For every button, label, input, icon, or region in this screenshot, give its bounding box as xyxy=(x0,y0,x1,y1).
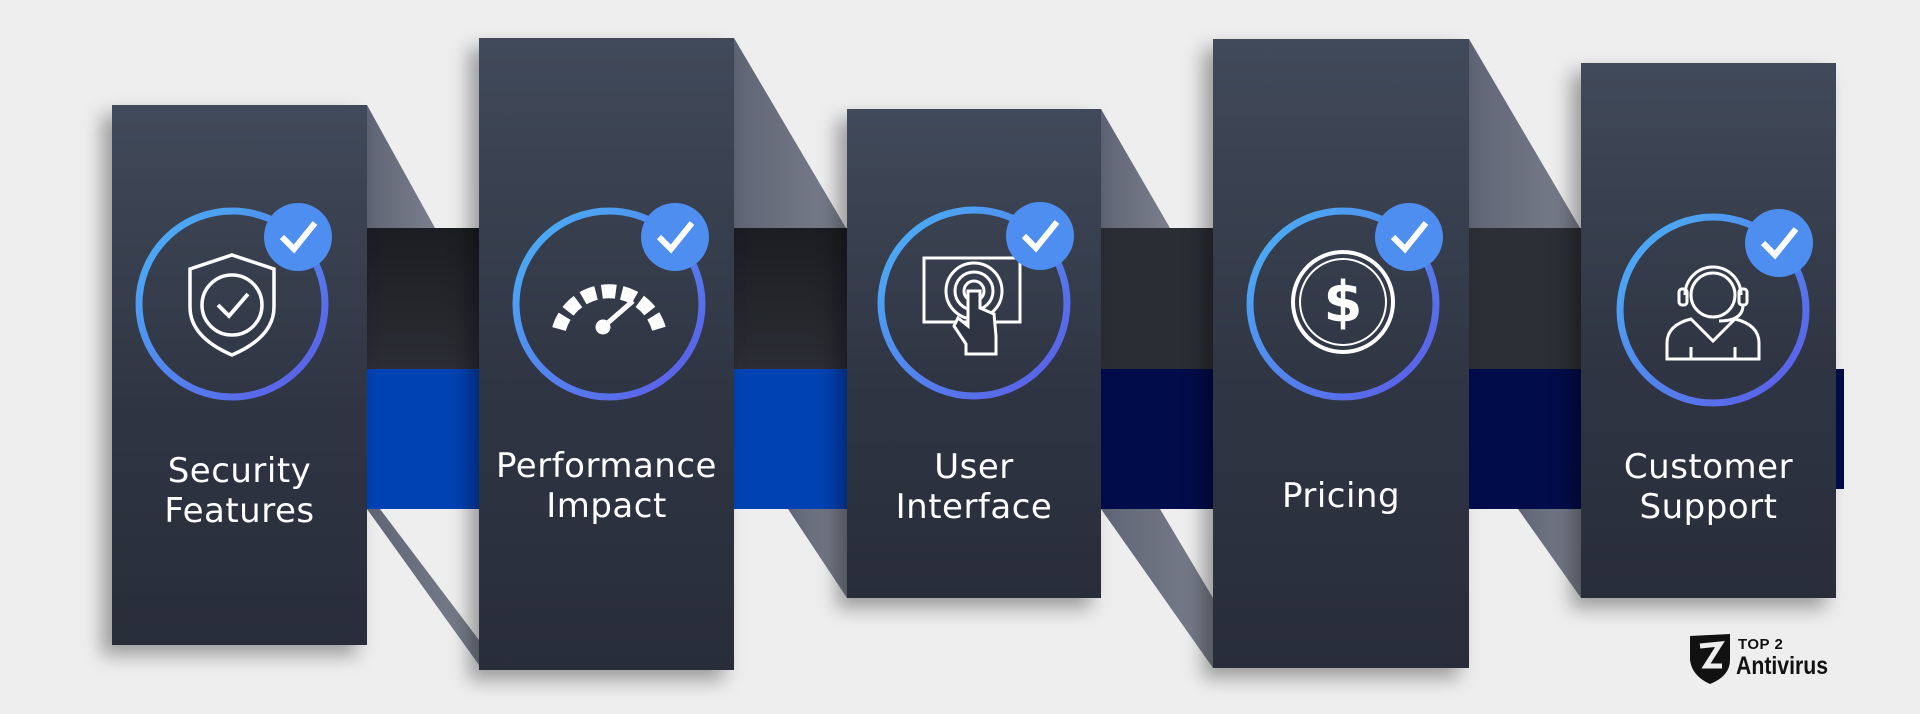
feature-title-line2: Interface xyxy=(895,487,1053,527)
feature-title-line1: Pricing xyxy=(1281,476,1401,516)
brand-logo: TOP 2 Antivirus xyxy=(1686,630,1828,686)
feature-ring xyxy=(1615,203,1835,418)
feature-ring: $ xyxy=(1245,197,1465,412)
touch-screen-icon xyxy=(922,256,1022,356)
feature-title: Performance Impact xyxy=(479,446,734,526)
diag-face-2b xyxy=(788,509,847,598)
connector-dark-2 xyxy=(734,228,847,369)
checkmark-badge-icon xyxy=(641,203,709,271)
feature-title-line2: Features xyxy=(164,491,315,531)
feature-title-line2: Impact xyxy=(546,486,667,526)
brand-name: Antivirus xyxy=(1736,652,1829,680)
feature-title: Customer Support xyxy=(1581,447,1836,527)
checkmark-badge-icon xyxy=(1006,202,1074,270)
feature-title-line1: Customer xyxy=(1623,447,1794,487)
diag-face-1b xyxy=(367,509,479,665)
connector-navy-tail xyxy=(1836,369,1844,489)
connector-blue-2 xyxy=(734,369,847,509)
diag-face-3b xyxy=(1101,509,1213,668)
connector-navy-4 xyxy=(1469,369,1581,509)
diag-face-4b xyxy=(1518,509,1581,598)
feature-title-line2: Support xyxy=(1639,487,1778,527)
feature-ring xyxy=(511,197,731,412)
feature-title-line1: Performance xyxy=(496,446,717,486)
brand-shield-icon xyxy=(1690,634,1730,684)
speedometer-icon xyxy=(552,284,666,335)
diag-face-3a xyxy=(1101,109,1170,228)
feature-title: Security Features xyxy=(112,451,367,531)
shield-check-icon xyxy=(188,253,276,357)
checkmark-badge-icon xyxy=(264,203,332,271)
svg-text:$: $ xyxy=(1324,270,1363,335)
connector-dark-3 xyxy=(1101,228,1213,369)
feature-title: Pricing xyxy=(1213,476,1469,516)
feature-card-pricing: $ Pricing xyxy=(1213,39,1469,668)
checkmark-badge-icon xyxy=(1745,209,1813,277)
connector-navy-3 xyxy=(1101,369,1213,509)
connector-dark-1 xyxy=(367,228,479,369)
connector-blue-1 xyxy=(367,369,479,509)
connector-dark-4 xyxy=(1469,228,1581,369)
feature-title: User Interface xyxy=(847,447,1101,527)
feature-card-customer-support: Customer Support xyxy=(1581,63,1836,598)
checkmark-badge-icon xyxy=(1375,203,1443,271)
diag-face-2a xyxy=(734,38,846,228)
dollar-coin-icon: $ xyxy=(1291,250,1395,354)
feature-ring xyxy=(876,196,1096,411)
feature-card-performance: Performance Impact xyxy=(479,38,734,670)
feature-card-user-interface: User Interface xyxy=(847,109,1101,598)
feature-card-security: Security Features xyxy=(112,105,367,645)
feature-title-line1: Security xyxy=(167,451,312,491)
diag-face-4a xyxy=(1469,39,1580,228)
feature-ring xyxy=(134,197,354,412)
feature-title-line1: User xyxy=(934,447,1014,487)
brand-top-text: TOP 2 xyxy=(1738,636,1784,653)
headset-agent-icon xyxy=(1665,265,1761,361)
diag-face-1a xyxy=(367,105,435,228)
